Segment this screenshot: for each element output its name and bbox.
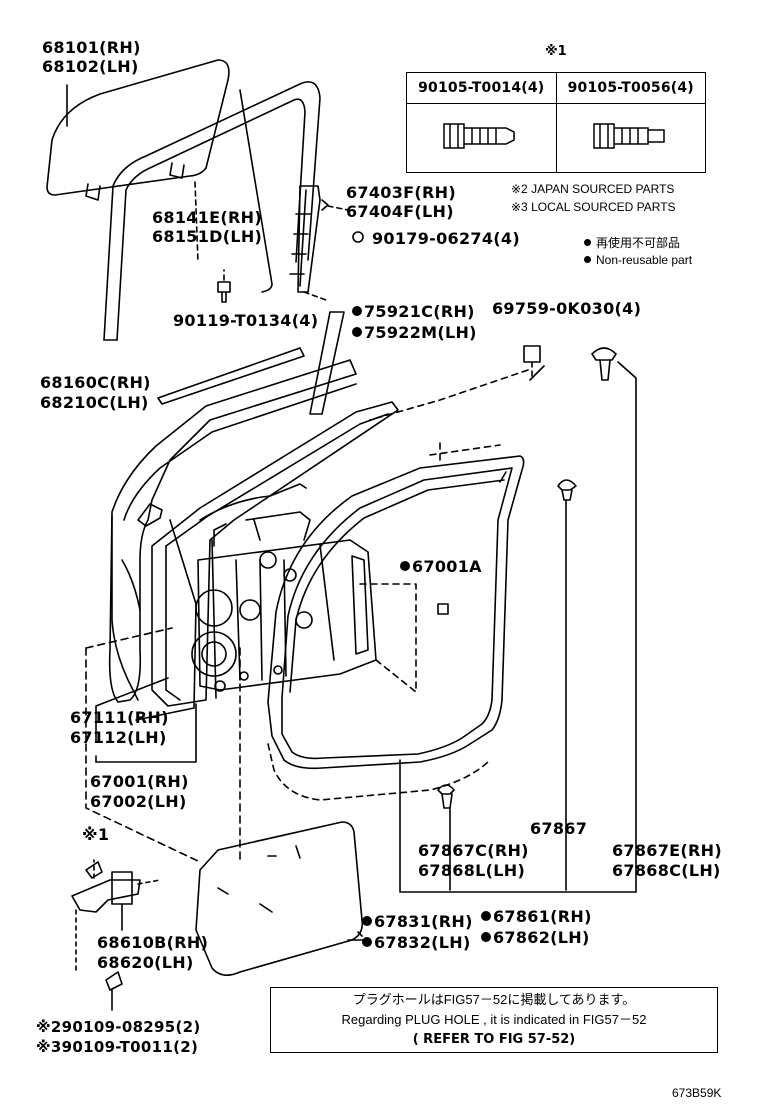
label-75922: 75922M(LH): [352, 322, 477, 343]
nonreusable-dot-icon: [584, 239, 591, 246]
label-67002: 67002(LH): [90, 792, 187, 811]
label-67001: 67001(RH): [90, 772, 189, 791]
label-67868C: 67868C(LH): [612, 861, 721, 880]
door-check: [71, 879, 141, 913]
label-67861: 67861(RH): [481, 906, 592, 927]
label-67867E: 67867E(RH): [612, 841, 722, 860]
label-67112: 67112(LH): [70, 728, 167, 747]
label-68101: 68101(RH): [42, 38, 141, 57]
label-75921: 75921C(RH): [352, 301, 475, 322]
label-67404: 67404F(LH): [346, 202, 454, 221]
nonreusable-dot-icon: [481, 911, 491, 921]
label-90109-08295: ※290109-08295(2): [36, 1018, 201, 1036]
nonreusable-dot-icon: [352, 327, 362, 337]
nonreusable-dot-icon: [584, 256, 591, 263]
bolt-icon: [443, 122, 515, 149]
label-67867C: 67867C(RH): [418, 841, 529, 860]
nonreusable-dot-icon: [362, 937, 372, 947]
door-outer-panel: [108, 359, 357, 703]
label-68102: 68102(LH): [42, 57, 139, 76]
legend-local-sourced: ※3 LOCAL SOURCED PARTS: [511, 200, 676, 214]
table-note-marker: ※1: [545, 44, 567, 59]
legend-nonreusable-en: Non-reusable part: [584, 252, 692, 268]
service-hole-cover: [195, 821, 364, 976]
door-glass: [46, 59, 230, 196]
glass-run: [103, 81, 321, 341]
label-68141: 68141E(RH): [152, 208, 262, 227]
bolt-col-1-header: 90105-T0014(4): [406, 72, 557, 104]
nonreusable-dot-icon: [481, 932, 491, 942]
label-68210: 68210C(LH): [40, 393, 149, 412]
label-67832: 67832(LH): [362, 932, 471, 953]
label-star1: ※1: [82, 825, 110, 844]
nonreusable-dot-icon: [352, 306, 362, 316]
figure-code: 673B59K: [672, 1086, 722, 1100]
label-90119: 90119-T0134(4): [173, 311, 319, 330]
note-reference: ( REFER TO FIG 57-52): [412, 1032, 576, 1047]
belt-moulding: [157, 347, 305, 405]
label-90109-T0011: ※390109-T0011(2): [36, 1038, 199, 1056]
legend-nonreusable-jp: 再使用不可部品: [584, 235, 680, 251]
bolt-2-illustration: [555, 103, 706, 173]
label-67867: 67867: [530, 819, 588, 838]
label-68160: 68160C(RH): [40, 373, 151, 392]
label-67868L: 67868L(LH): [418, 861, 526, 880]
bolt-table: 90105-T0014(4) 90105-T0056(4): [406, 72, 706, 173]
door-weatherstrip: [267, 455, 525, 770]
nonreusable-dot-icon: [400, 561, 410, 571]
note-line-jp: プラグホールはFIG57－52に掲載してあります。: [352, 992, 636, 1007]
door-inner-panel: [197, 539, 377, 691]
label-67001A: 67001A: [400, 556, 482, 577]
label-68151: 68151D(LH): [152, 227, 263, 246]
note-line-en: Regarding PLUG HOLE , it is indicated in…: [341, 1012, 647, 1027]
door-inner-frame: [151, 401, 399, 707]
nonreusable-dot-icon: [362, 916, 372, 926]
label-69759: 69759-0K030(4): [492, 299, 642, 318]
label-67111: 67111(RH): [70, 708, 169, 727]
bolt-col-2-header: 90105-T0056(4): [555, 72, 706, 104]
label-67862: 67862(LH): [481, 927, 590, 948]
legend-japan-sourced: ※2 JAPAN SOURCED PARTS: [511, 182, 675, 196]
label-90179: 90179-06274(4): [372, 229, 520, 248]
frame-moulding: [309, 311, 345, 415]
label-68610: 68610B(RH): [97, 933, 209, 952]
bolt-1-illustration: [406, 103, 557, 173]
label-67403: 67403F(RH): [346, 183, 456, 202]
label-68620: 68620(LH): [97, 953, 194, 972]
bolt-icon: [593, 122, 665, 149]
plug-hole-note: プラグホールはFIG57－52に掲載してあります。 Regarding PLUG…: [270, 987, 718, 1053]
label-67831: 67831(RH): [362, 911, 473, 932]
